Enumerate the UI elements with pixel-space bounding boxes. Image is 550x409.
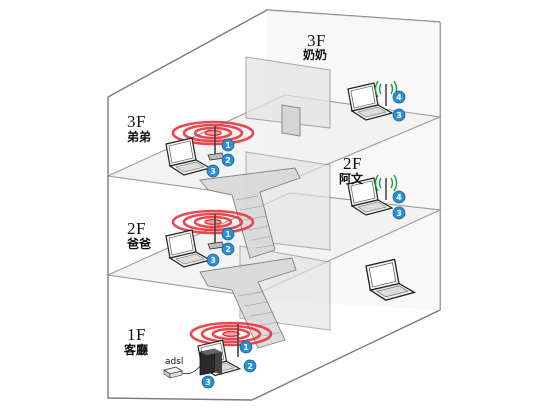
access-point-3f	[207, 126, 225, 161]
svg-text:3: 3	[210, 167, 216, 176]
svg-text:3: 3	[396, 209, 402, 218]
room-label-2f-left: 爸爸	[127, 237, 152, 251]
room-label-3f-left: 弟弟	[127, 130, 152, 144]
svg-text:2: 2	[225, 245, 231, 254]
floor-label-1f: 1F	[127, 325, 146, 344]
svg-text:2: 2	[225, 156, 231, 165]
badge-3f-left-2: 2	[221, 153, 235, 167]
svg-text:3: 3	[396, 111, 402, 120]
svg-text:4: 4	[396, 193, 402, 202]
badge-1f-2: 2	[243, 359, 257, 373]
wifi-signal-icon-2f	[374, 174, 398, 200]
signal-rings-2f	[171, 209, 255, 235]
floor-label-2f-left: 2F	[127, 219, 146, 238]
adsl-label: adsl	[165, 357, 184, 367]
badge-2f-left-2: 2	[221, 242, 235, 256]
badge-1f-1: 1	[239, 340, 253, 354]
badge-3f-left-1: 1	[221, 138, 235, 152]
staircase	[199, 167, 301, 349]
badge-2f-right-4: 4	[392, 190, 406, 204]
badge-3f-right-3: 3	[392, 108, 406, 122]
floor-label-2f-right: 2F	[343, 154, 362, 173]
room-label-2f-right: 阿文	[339, 172, 364, 186]
badge-2f-left-1: 1	[221, 227, 235, 241]
badge-2f-left-3: 3	[206, 253, 220, 267]
badge-1f-3: 3	[201, 375, 215, 389]
floor-label-3f-left: 3F	[127, 112, 146, 131]
svg-text:1: 1	[225, 230, 231, 239]
adsl-modem-icon	[163, 365, 201, 379]
svg-text:4: 4	[396, 93, 402, 102]
floor-label-3f-center: 3F	[307, 31, 326, 50]
badge-2f-right-3: 3	[392, 206, 406, 220]
svg-text:3: 3	[205, 378, 211, 387]
room-label-1f: 客廳	[124, 343, 149, 357]
badge-3f-left-3: 3	[206, 164, 220, 178]
badge-3f-right-4: 4	[392, 90, 406, 104]
signal-rings-1f	[189, 321, 273, 347]
svg-text:1: 1	[243, 343, 249, 352]
router-icon-1f	[199, 348, 222, 376]
room-label-3f-center: 奶奶	[303, 48, 328, 62]
svg-text:3: 3	[210, 256, 216, 265]
svg-text:2: 2	[247, 362, 253, 371]
svg-text:1: 1	[225, 141, 231, 150]
